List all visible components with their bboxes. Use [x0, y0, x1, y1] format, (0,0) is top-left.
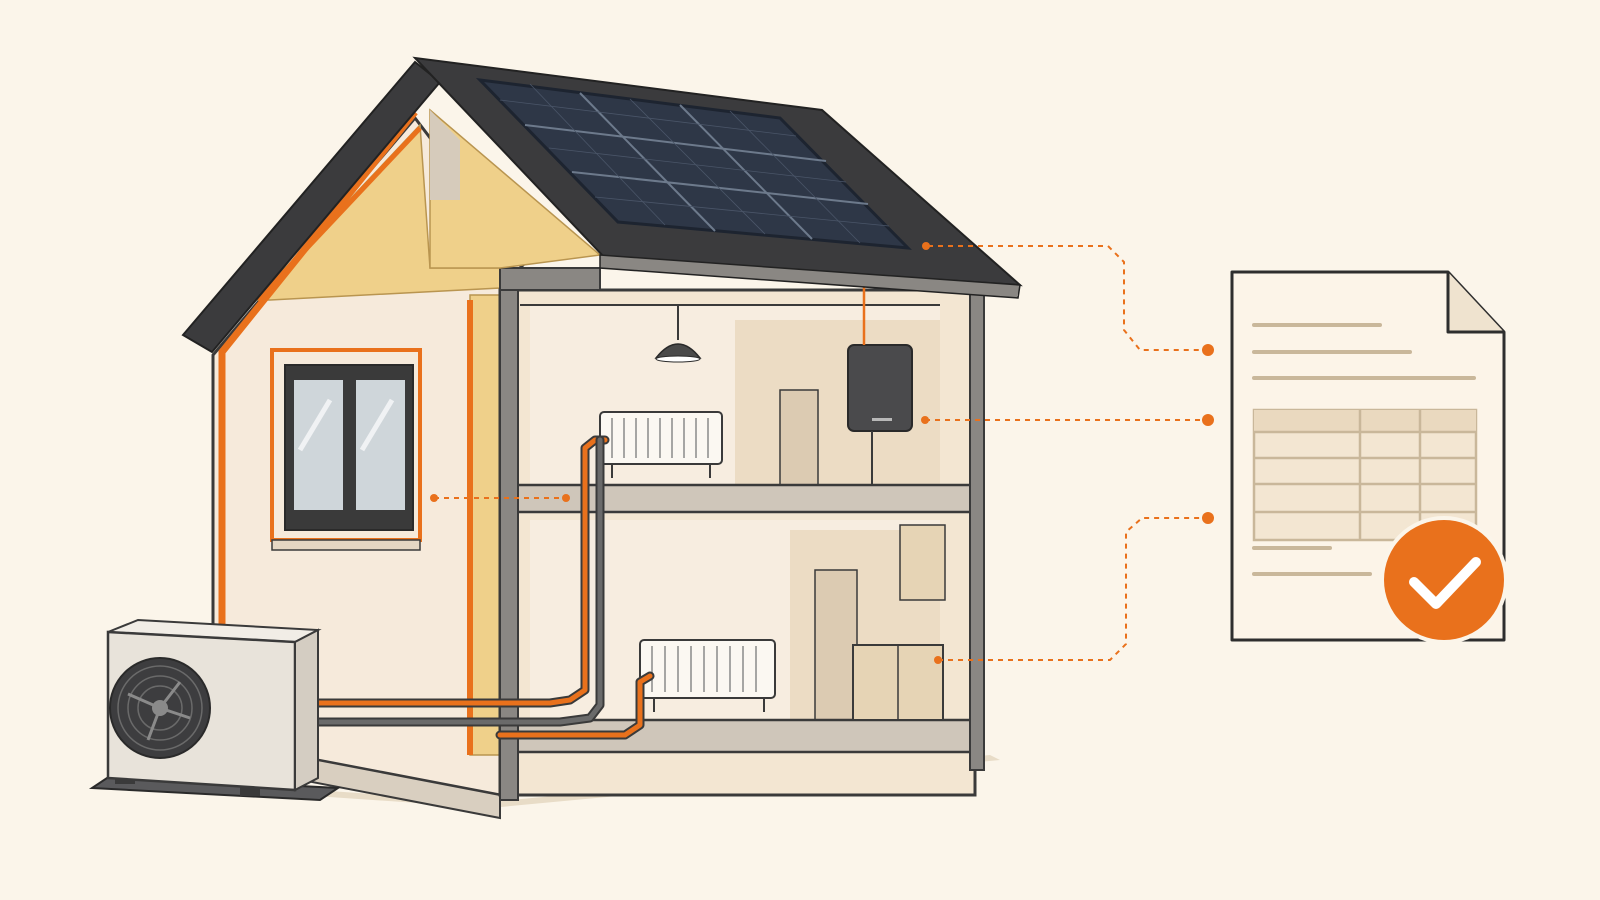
document-icon: [1230, 270, 1508, 644]
callout-dot-kitchen: [934, 656, 942, 664]
callout-lines: [434, 245, 1206, 661]
kitchen-unit: [852, 524, 946, 721]
heat-pump-icon: [88, 618, 342, 802]
callout-dot-inverter: [921, 416, 929, 424]
callout-kitchen: [938, 517, 1206, 661]
callout-dot-roof: [922, 242, 930, 250]
callout-dots: [430, 242, 1214, 664]
solar-panel-icon: [475, 77, 912, 250]
document-text-lines: [1252, 323, 1476, 576]
callout-dot-doc-3: [1202, 512, 1214, 524]
heating-pipes: [303, 435, 655, 740]
callout-dot-doc-2: [1202, 414, 1214, 426]
callout-dot-wall: [430, 494, 438, 502]
inverter-icon: [847, 255, 913, 485]
window: [270, 348, 422, 551]
ceiling-lamp-icon: [654, 305, 702, 363]
callout-dot-floor: [562, 494, 570, 502]
house: [88, 56, 1023, 820]
checkmark-icon: [1380, 516, 1508, 644]
radiator-lower-icon: [639, 639, 776, 712]
callout-dot-doc-1: [1202, 344, 1214, 356]
callout-roof: [928, 245, 1206, 351]
